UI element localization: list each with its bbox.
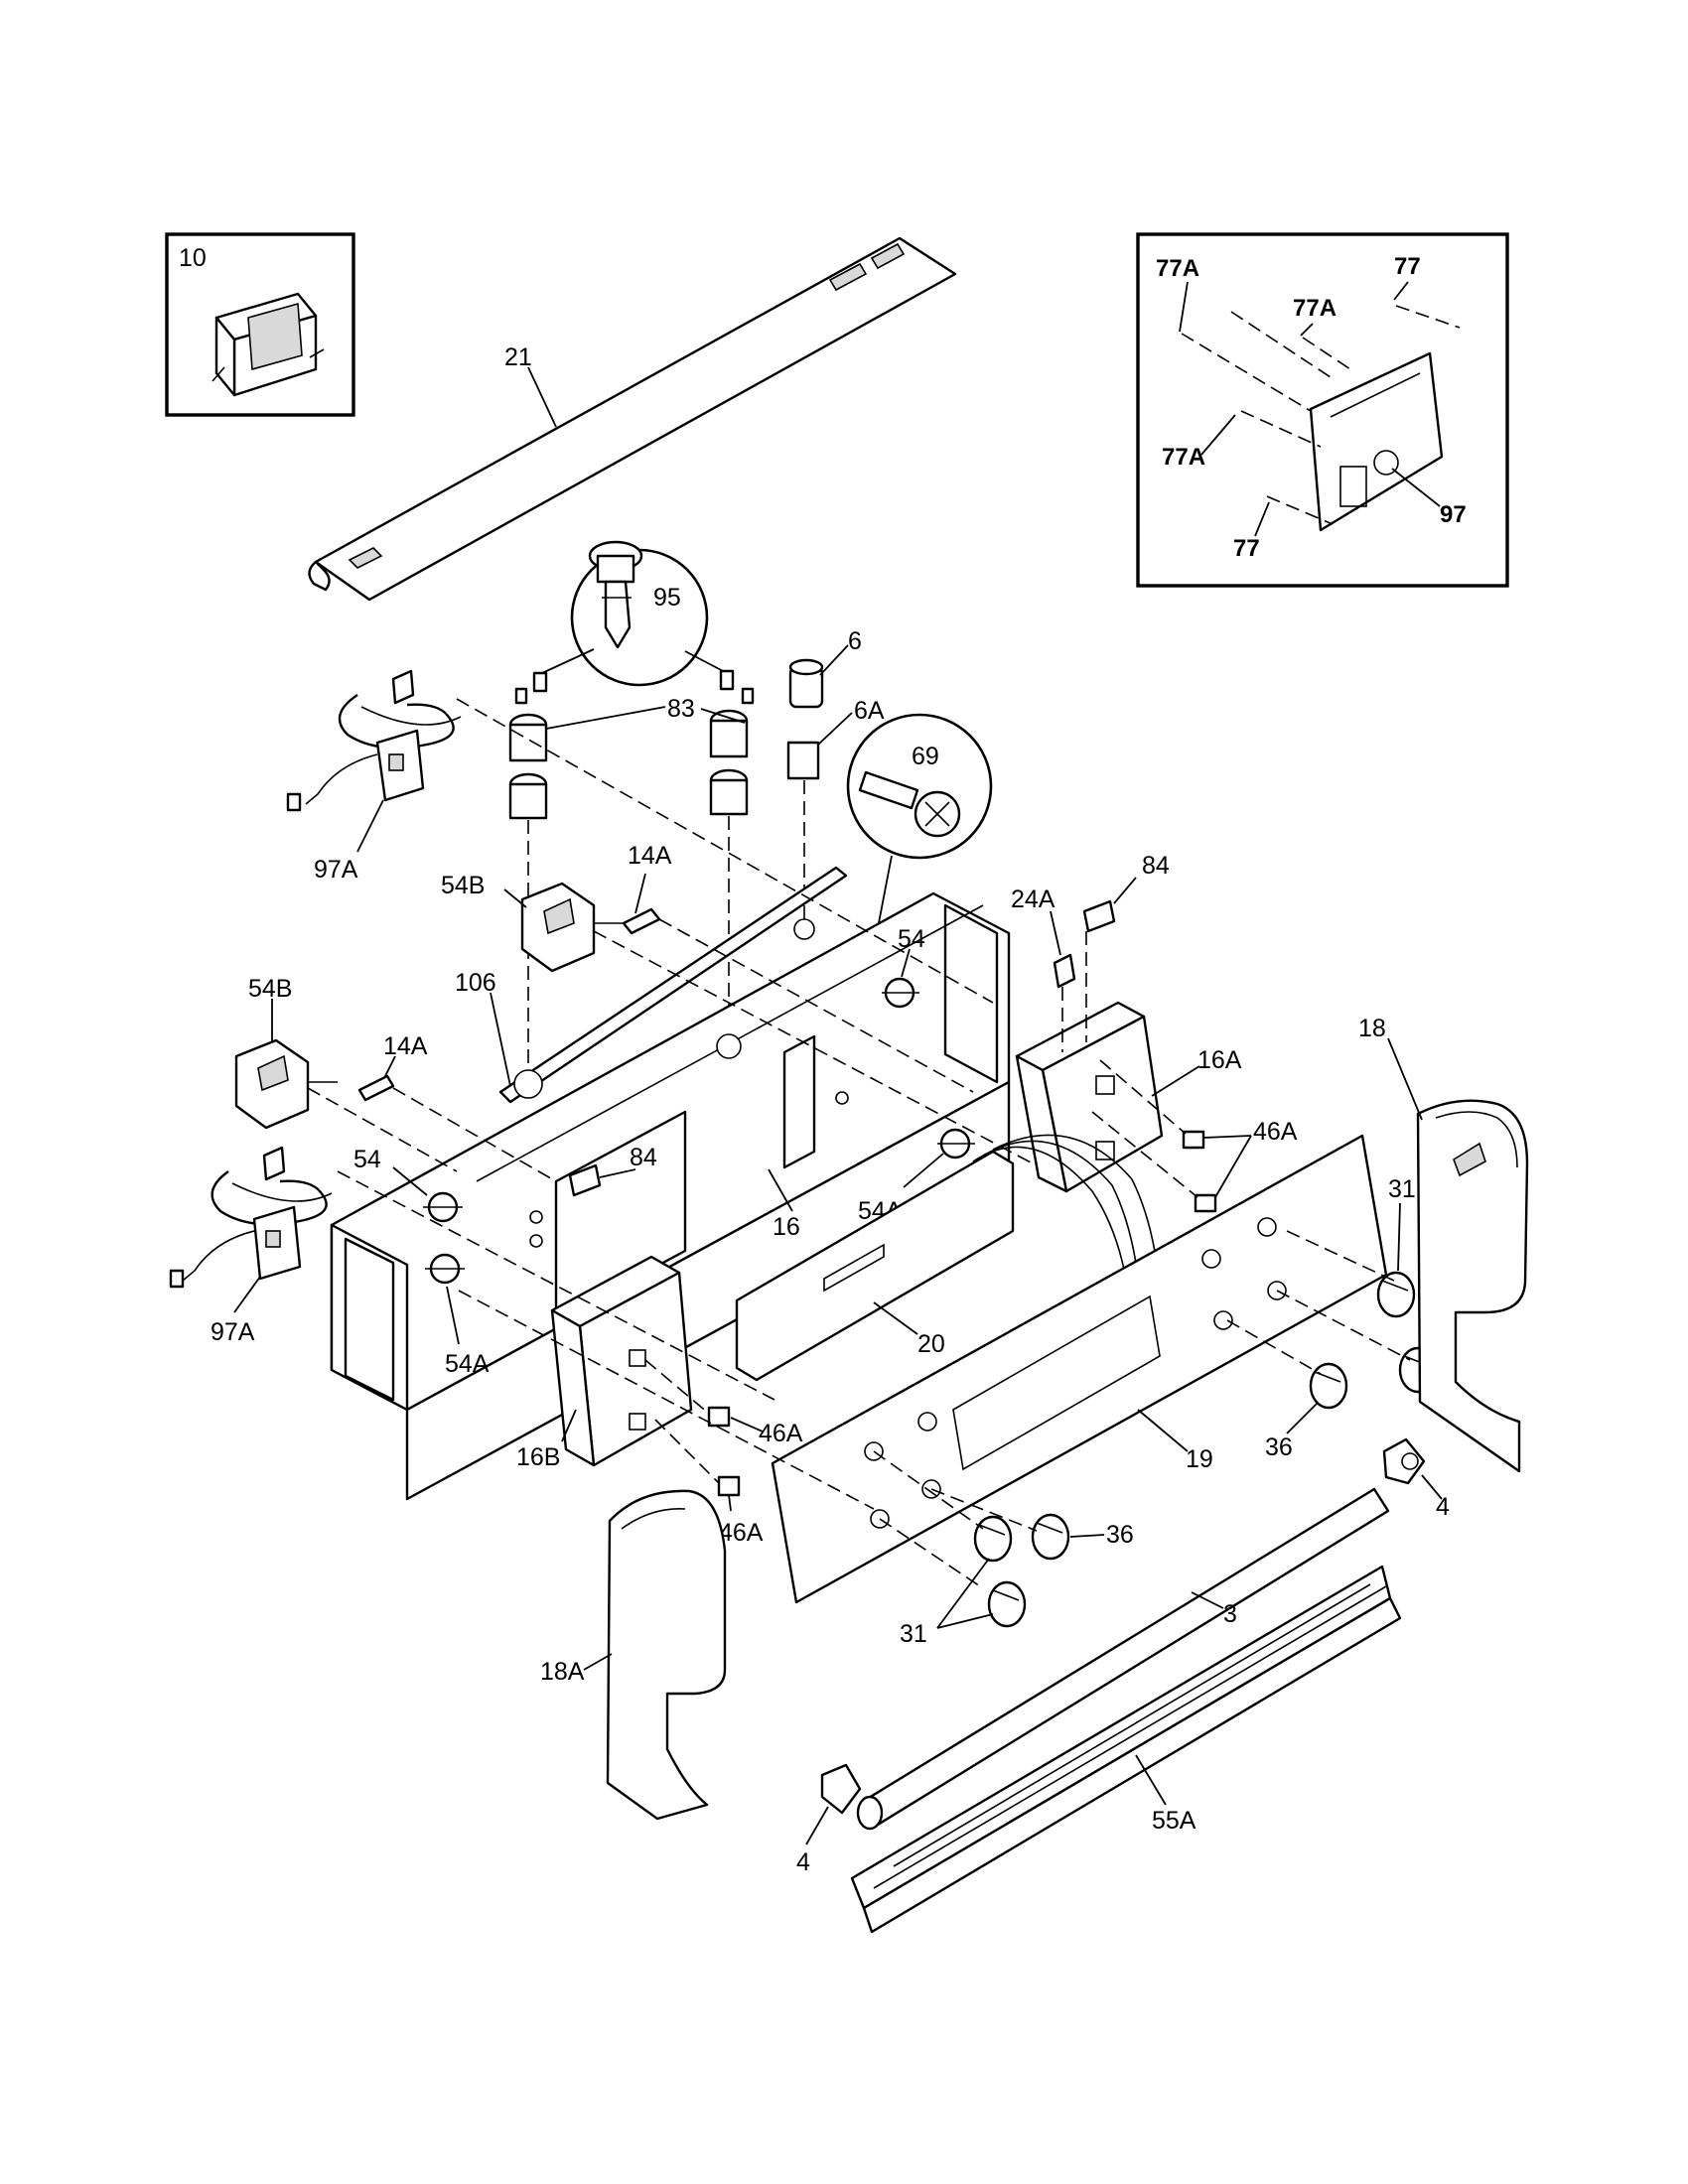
wiring-harness-upper-97a: 97A bbox=[286, 669, 462, 884]
label-54-right: 54 bbox=[898, 925, 925, 953]
label-19: 19 bbox=[1186, 1445, 1213, 1473]
label-31-lower: 31 bbox=[900, 1620, 927, 1648]
label-21: 21 bbox=[504, 343, 532, 371]
label-83: 83 bbox=[667, 695, 695, 723]
fluorescent-tube-3: 3 bbox=[856, 1487, 1390, 1831]
label-18a: 18A bbox=[540, 1658, 585, 1686]
label-97: 97 bbox=[1440, 501, 1467, 528]
label-54a-left: 54A bbox=[445, 1350, 490, 1378]
transformer-part bbox=[211, 292, 325, 397]
clock-upper-54b: 54B bbox=[441, 872, 626, 973]
socket-assemblies-83-6: 83 6 6A bbox=[508, 627, 885, 1072]
display-board-20: 20 bbox=[735, 1134, 1163, 1382]
control-panel-19: 19 bbox=[771, 1134, 1388, 1604]
console-back-16: 16 bbox=[330, 891, 1011, 1501]
label-18: 18 bbox=[1358, 1015, 1386, 1042]
label-14a-lower: 14A bbox=[383, 1032, 428, 1060]
callout-95: 95 bbox=[541, 540, 728, 687]
switch-46a-lower: 46A bbox=[717, 1475, 764, 1547]
label-6a: 6A bbox=[854, 697, 885, 725]
switch-24a: 24A bbox=[1011, 886, 1076, 989]
end-cap-18: 18 bbox=[1358, 1015, 1529, 1473]
indicator-84-center: 84 bbox=[568, 1144, 657, 1197]
wiring-harness-lower-97a: 97A bbox=[169, 1146, 333, 1346]
label-6: 6 bbox=[848, 627, 862, 655]
label-77a-middle: 77A bbox=[1293, 295, 1336, 322]
inset-box-control-board: 77A 77A 77A 77 77 97 bbox=[1136, 232, 1509, 588]
switch-46a-right: 46A bbox=[1182, 1118, 1298, 1213]
label-106: 106 bbox=[455, 969, 496, 997]
knob-31-upper-right: 31 bbox=[1376, 1175, 1416, 1318]
label-77a-top: 77A bbox=[1156, 255, 1199, 282]
lamp-shield-55a: 55A bbox=[850, 1565, 1402, 1934]
label-69: 69 bbox=[912, 743, 939, 770]
control-board-part bbox=[1309, 351, 1444, 532]
bracket-16a: 16A bbox=[1015, 1001, 1242, 1193]
label-16b: 16B bbox=[516, 1443, 560, 1471]
switch-54a-left: 54A bbox=[425, 1253, 490, 1378]
top-trim-21: 21 bbox=[308, 236, 957, 602]
label-3: 3 bbox=[1223, 1600, 1237, 1628]
switch-54-left: 54 bbox=[353, 1146, 463, 1223]
label-77-top: 77 bbox=[1394, 253, 1421, 280]
label-55a: 55A bbox=[1152, 1807, 1196, 1835]
switch-54-right: 54 bbox=[882, 925, 925, 1009]
label-54b-upper: 54B bbox=[441, 872, 485, 899]
knob-31-lower-pair: 31 bbox=[900, 1515, 1027, 1648]
label-14a-upper: 14A bbox=[628, 842, 672, 870]
label-20: 20 bbox=[917, 1330, 945, 1358]
label-36-right: 36 bbox=[1265, 1433, 1293, 1461]
label-84-right: 84 bbox=[1142, 852, 1170, 880]
label-36-lower: 36 bbox=[1106, 1521, 1134, 1549]
label-4-right: 4 bbox=[1436, 1493, 1450, 1521]
end-cap-18a: 18A bbox=[540, 1489, 727, 1821]
label-97a-upper: 97A bbox=[314, 856, 358, 884]
knob-36-right: 36 bbox=[1265, 1362, 1348, 1461]
label-46a-right: 46A bbox=[1253, 1118, 1298, 1146]
assembly-lines bbox=[307, 698, 1411, 1589]
label-46a-lower: 46A bbox=[719, 1519, 764, 1547]
inset-box-transformer: 10 bbox=[165, 232, 355, 417]
label-54b-lower: 54B bbox=[248, 975, 292, 1003]
element-upper-14a: 14A bbox=[622, 842, 672, 935]
knob-36-lower: 36 bbox=[1031, 1513, 1134, 1561]
label-16a: 16A bbox=[1197, 1046, 1242, 1074]
label-84-center: 84 bbox=[630, 1144, 657, 1171]
label-77-bottom: 77 bbox=[1233, 535, 1260, 562]
label-97a-lower: 97A bbox=[211, 1318, 255, 1346]
bracket-16b: 16B bbox=[516, 1255, 693, 1471]
label-95: 95 bbox=[653, 584, 681, 612]
element-lower-14a: 14A bbox=[357, 1032, 428, 1102]
label-4-left: 4 bbox=[796, 1848, 810, 1876]
indicator-84-right: 84 bbox=[1082, 852, 1170, 933]
lamp-holder-4-right: 4 bbox=[1382, 1437, 1450, 1521]
label-77a-bottom: 77A bbox=[1162, 444, 1205, 471]
lamp-holder-4-left: 4 bbox=[796, 1763, 862, 1876]
label-46a-center: 46A bbox=[759, 1420, 803, 1447]
label-16: 16 bbox=[773, 1213, 800, 1241]
clock-lower-54b: 54B bbox=[234, 975, 338, 1130]
label-31-upper-right: 31 bbox=[1388, 1175, 1416, 1203]
label-54-left: 54 bbox=[353, 1146, 381, 1173]
callout-69: 69 bbox=[846, 713, 993, 1053]
label-24a: 24A bbox=[1011, 886, 1055, 913]
switch-46a-center: 46A bbox=[707, 1406, 803, 1447]
label-10: 10 bbox=[179, 244, 207, 272]
strip-106: 106 bbox=[455, 866, 848, 1104]
